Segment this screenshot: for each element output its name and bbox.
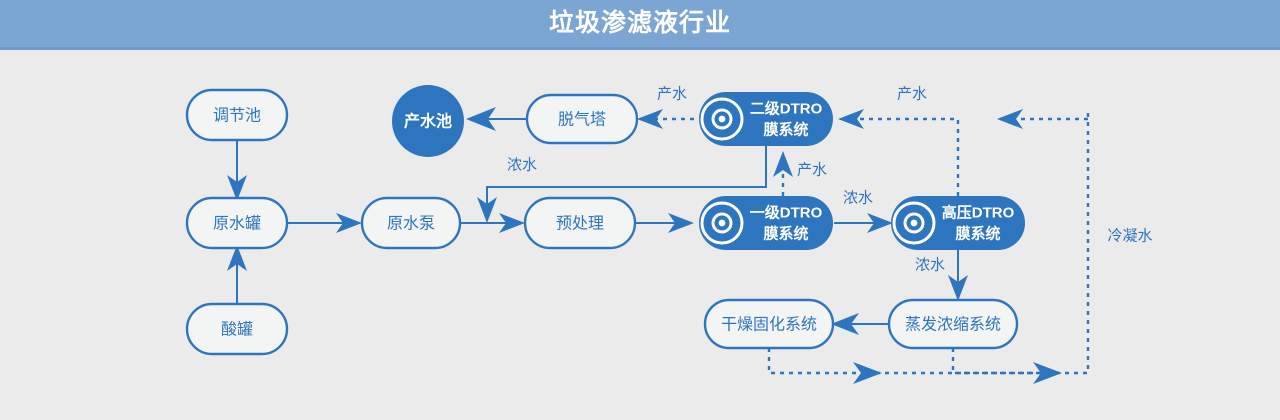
node-dtro1[interactable]: 一级DTRO 膜系统 <box>699 196 833 250</box>
node-chanshuichi[interactable]: 产水池 <box>392 85 464 157</box>
connector-yuanshuibeng-to-yuchuli <box>460 213 525 233</box>
node-yuanshuiguan-label: 原水罐 <box>213 215 261 233</box>
node-tiaojiechi[interactable]: 调节池 <box>185 88 289 142</box>
connector-dtro2-concentrate-to-pretreat-line <box>477 146 767 223</box>
node-dtro2-label-line1: 二级DTRO <box>750 100 823 118</box>
edge-label-lengningshui: 冷凝水 <box>1107 228 1152 245</box>
node-zhengfanongsuo[interactable]: 蒸发浓缩系统 <box>887 298 1019 350</box>
connector-zhengfa-bottom-dotted <box>951 348 1062 384</box>
dtro-membrane-target-icon <box>700 201 744 245</box>
node-zhengfanongsuo-label: 蒸发浓缩系统 <box>905 316 1001 334</box>
node-yuchuli-label: 预处理 <box>556 215 604 233</box>
connector-yuanshuiguan-to-yuanshuibeng <box>287 213 362 233</box>
connector-suanguan-to-yuanshuiguan <box>227 245 247 304</box>
node-dtro2[interactable]: 二级DTRO 膜系统 <box>699 92 833 146</box>
connector-tuoqita-to-chanshuichi <box>466 107 527 131</box>
dtro-membrane-target-icon <box>892 201 936 245</box>
connector-condensate-return-to-dtro2 <box>997 109 1088 129</box>
node-ganzaoguhua-label: 干燥固化系统 <box>721 316 817 334</box>
edge-label-chanshui-top-right: 产水 <box>897 86 927 103</box>
node-tuoqita[interactable]: 脱气塔 <box>525 93 639 145</box>
connector-dtro_hp-to-zhengfa <box>948 250 968 301</box>
connector-dtro1-permeate-to-dtro2 <box>773 151 793 196</box>
node-yuanshuibeng[interactable]: 原水泵 <box>360 196 462 250</box>
connector-dtro_hp-permeate-to-dtro2 <box>838 109 960 196</box>
connector-dtro2-permeate-to-tuoqita <box>637 109 694 129</box>
node-dtro2-label-line2: 膜系统 <box>763 121 808 139</box>
edge-label-chanshui-mid: 产水 <box>797 162 827 179</box>
node-suanguan[interactable]: 酸罐 <box>185 302 289 356</box>
flowchart-svg: 调节池 原水罐 酸罐 原水泵 预处理 产水池 <box>185 85 1153 384</box>
node-tiaojiechi-label: 调节池 <box>213 107 261 125</box>
node-dtro1-label-line2: 膜系统 <box>763 225 808 243</box>
node-dtro-highpressure-label-line1: 高压DTRO <box>942 204 1015 222</box>
node-dtro-highpressure-label-line2: 膜系统 <box>955 225 1000 243</box>
edge-label-chanshui-top-left: 产水 <box>657 86 687 103</box>
node-dtro1-label-line1: 一级DTRO <box>750 204 823 222</box>
diagram-canvas: 调节池 原水罐 酸罐 原水泵 预处理 产水池 <box>0 53 1280 420</box>
edge-label-nongshui-mid: 浓水 <box>843 190 873 207</box>
node-chanshuichi-label: 产水池 <box>404 112 452 131</box>
dtro-membrane-target-icon <box>700 97 744 141</box>
connector-yuchuli-to-dtro1 <box>635 213 694 233</box>
node-ganzaoguhua[interactable]: 干燥固化系统 <box>703 298 835 350</box>
connector-zhengfa-to-ganzao <box>831 313 889 335</box>
edge-label-nongshui-left: 浓水 <box>507 157 537 174</box>
node-yuanshuibeng-label: 原水泵 <box>387 215 435 233</box>
node-dtro-highpressure[interactable]: 高压DTRO 膜系统 <box>891 196 1025 250</box>
node-yuchuli[interactable]: 预处理 <box>523 196 637 250</box>
connector-tiaojiechi-to-yuanshuiguan <box>227 140 247 201</box>
connector-dtro1-to-dtro_hp <box>834 213 893 233</box>
edge-label-nongshui-down: 浓水 <box>915 257 945 274</box>
connector-ganzao-bottom-dotted <box>767 348 882 384</box>
node-suanguan-label: 酸罐 <box>221 321 253 339</box>
node-yuanshuiguan[interactable]: 原水罐 <box>185 196 289 250</box>
page-title: 垃圾渗滤液行业 <box>548 9 731 37</box>
page-header: 垃圾渗滤液行业 <box>0 0 1280 50</box>
node-tuoqita-label: 脱气塔 <box>558 111 606 129</box>
